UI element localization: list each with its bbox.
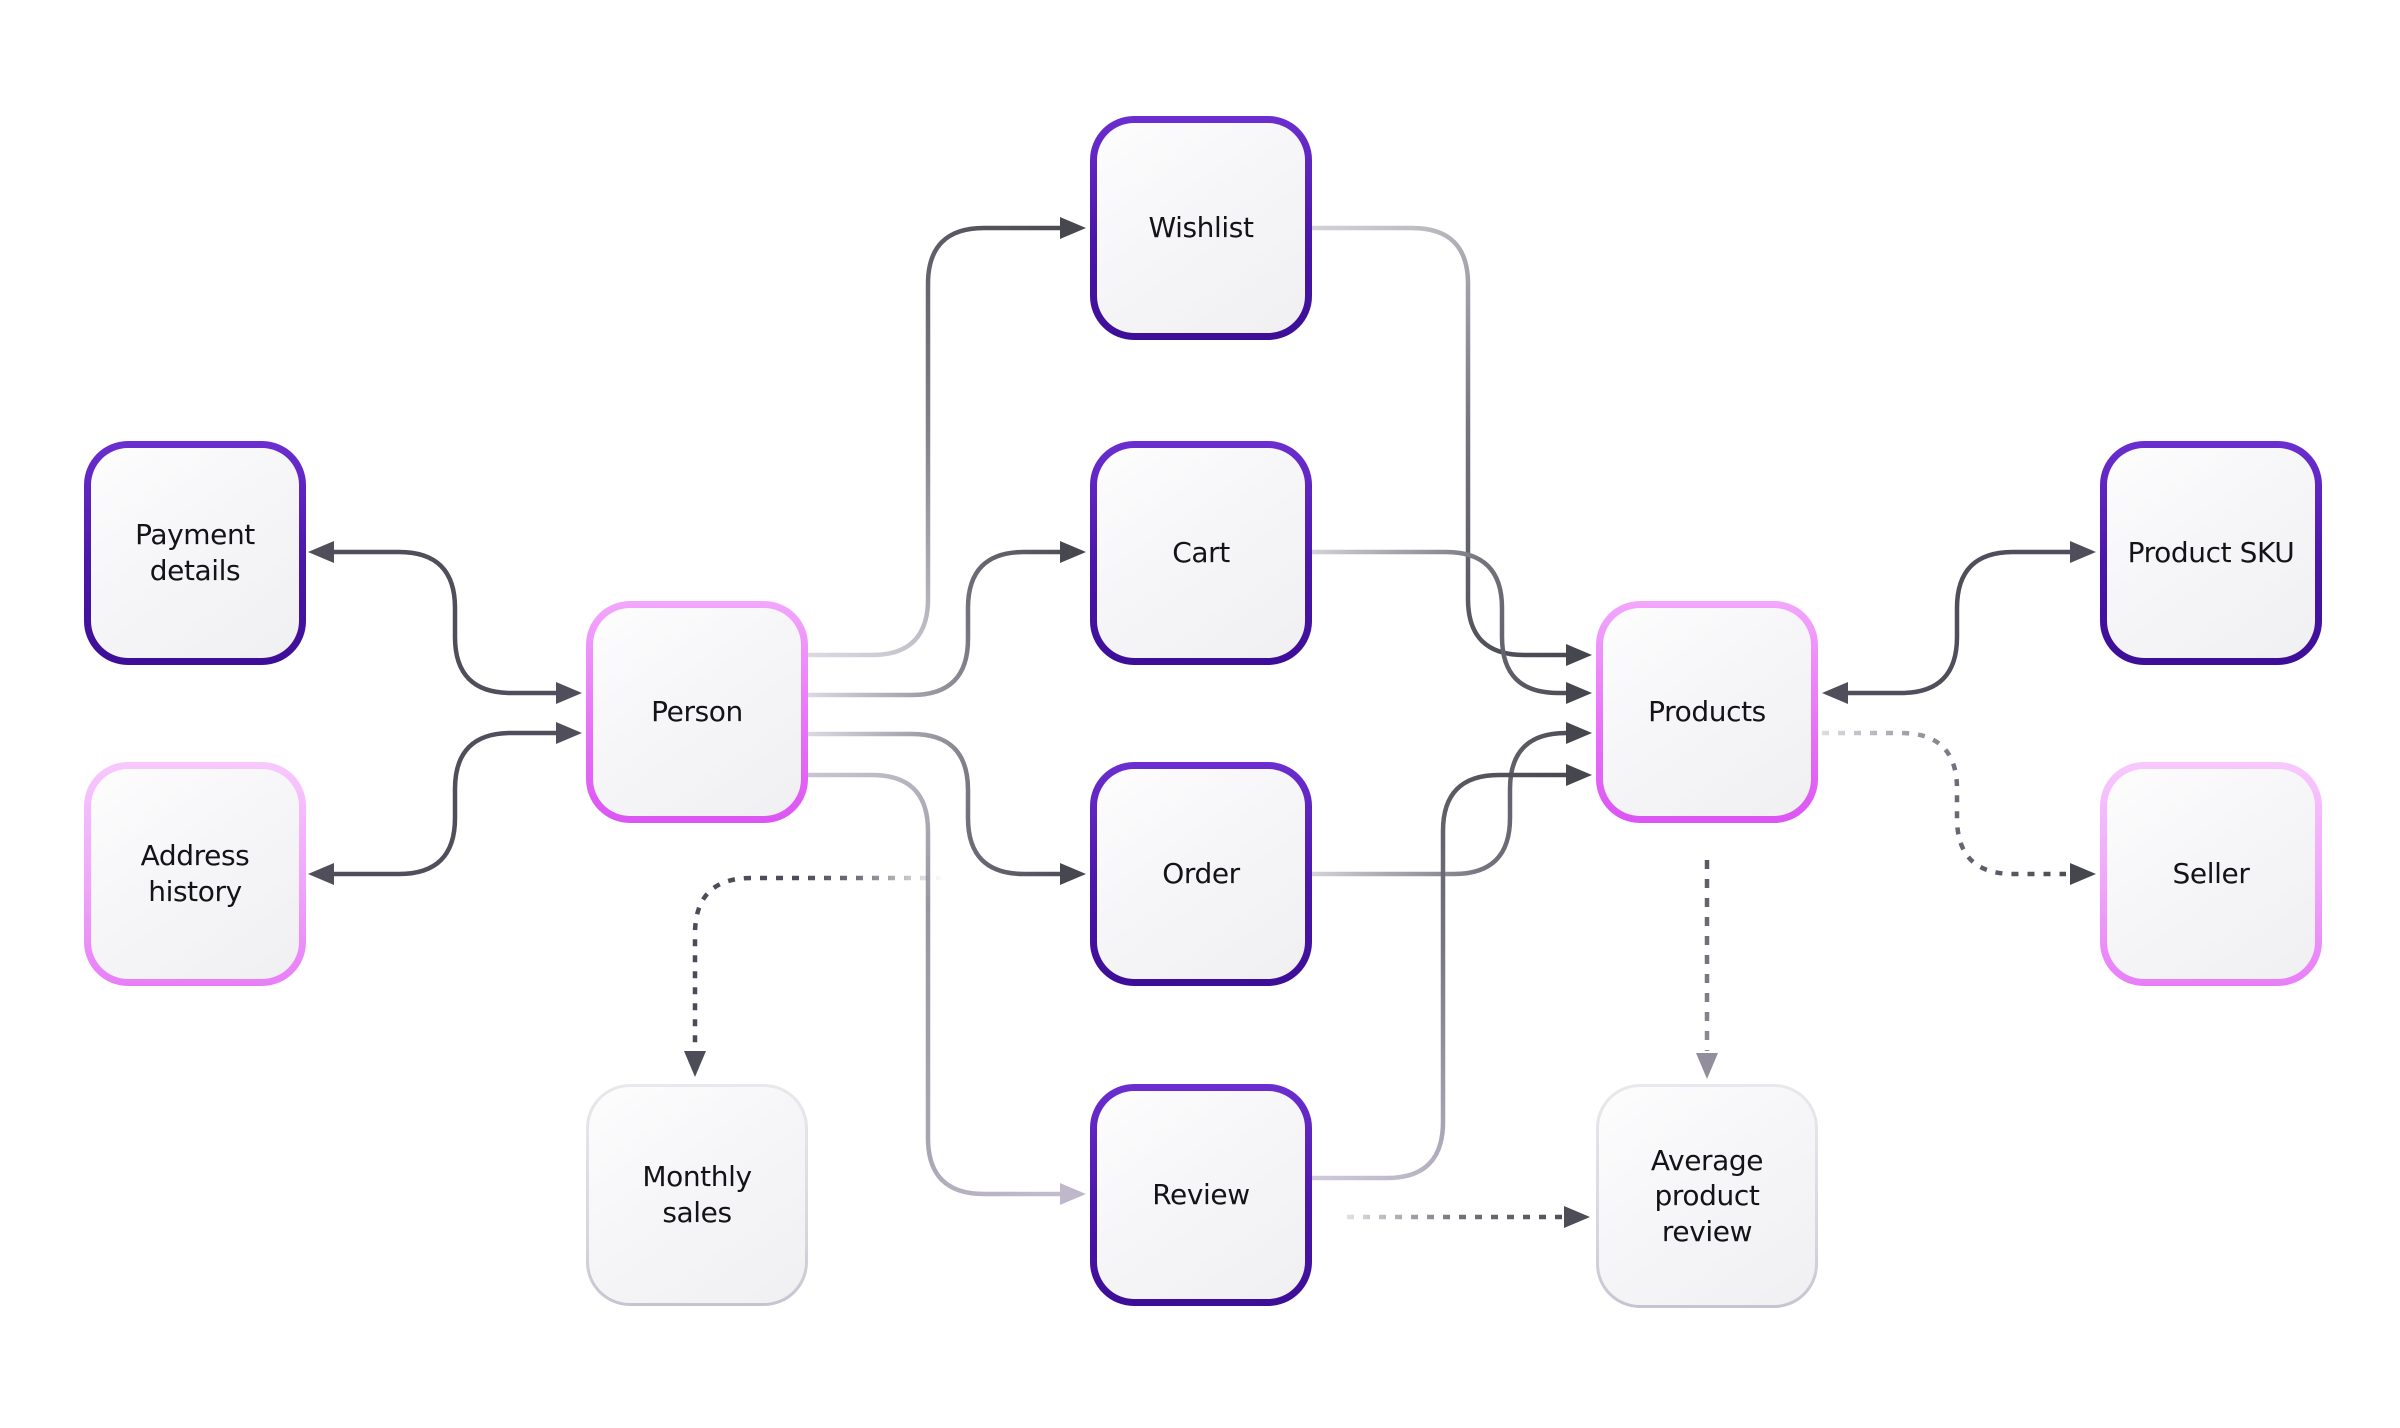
edge-line [808, 772, 1062, 1197]
arrowhead [1566, 682, 1592, 704]
node-label: Review [1152, 1178, 1250, 1212]
node-payment-details[interactable]: Payment details [84, 441, 306, 665]
node-product-sku[interactable]: Product SKU [2100, 441, 2322, 665]
node-label: Payment details [135, 518, 255, 587]
arrowhead [1060, 541, 1086, 563]
edge-order-monthly-sales[interactable] [684, 875, 943, 1077]
node-label: Product SKU [2127, 536, 2295, 570]
node-average-product-review[interactable]: Average product review [1596, 1084, 1818, 1308]
node-label: Order [1162, 857, 1240, 891]
edge-line [1312, 730, 1567, 877]
arrowhead [308, 541, 334, 563]
edge-person-address-history[interactable] [308, 722, 582, 885]
edge-line [1312, 772, 1568, 1181]
node-monthly-sales[interactable]: Monthly sales [586, 1084, 808, 1306]
arrowhead [1060, 1183, 1086, 1205]
arrowhead [2070, 541, 2096, 563]
node-label: Average product review [1650, 1143, 1764, 1248]
edge-line [692, 875, 943, 1049]
node-address-history[interactable]: Address history [84, 762, 306, 986]
node-person[interactable]: Person [586, 601, 808, 823]
node-label: Monthly sales [642, 1160, 752, 1229]
edge-wishlist-products[interactable] [1312, 225, 1592, 666]
node-label: Wishlist [1148, 211, 1254, 245]
edge-line [808, 731, 1062, 877]
edge-products-product-sku[interactable] [1822, 541, 2096, 704]
arrowhead [1566, 644, 1592, 666]
arrowhead [556, 682, 582, 704]
edge-line [1848, 549, 2070, 696]
edge-person-wishlist[interactable] [808, 217, 1086, 658]
edge-line [808, 549, 1062, 698]
node-label: Seller [2172, 857, 2250, 891]
arrowhead [1566, 722, 1592, 744]
edge-person-cart[interactable] [808, 541, 1086, 698]
node-cart[interactable]: Cart [1090, 441, 1312, 665]
edge-products-seller[interactable] [1822, 730, 2096, 885]
node-order[interactable]: Order [1090, 762, 1312, 986]
edge-line [1312, 549, 1568, 696]
arrowhead [2070, 863, 2096, 885]
arrowhead [1822, 682, 1848, 704]
node-label: Address history [140, 839, 250, 908]
node-products[interactable]: Products [1596, 601, 1818, 823]
edge-line [1822, 730, 2066, 877]
arrowhead [556, 722, 582, 744]
arrowhead [1060, 217, 1086, 239]
edge-person-order[interactable] [808, 731, 1086, 885]
edge-line [334, 549, 556, 696]
node-wishlist[interactable]: Wishlist [1090, 116, 1312, 340]
arrowhead [1564, 1206, 1590, 1228]
edge-order-products[interactable] [1312, 722, 1592, 877]
edge-line [1312, 225, 1568, 658]
arrowhead [1696, 1053, 1718, 1079]
node-review[interactable]: Review [1090, 1084, 1312, 1306]
node-label: Products [1648, 695, 1766, 729]
node-label: Cart [1172, 536, 1230, 570]
node-seller[interactable]: Seller [2100, 762, 2322, 986]
edge-review-products[interactable] [1312, 764, 1592, 1181]
edge-person-review[interactable] [808, 772, 1086, 1205]
arrowhead [1060, 863, 1086, 885]
edge-person-payment-details[interactable] [308, 541, 582, 704]
edge-line [808, 225, 1062, 658]
arrowhead [684, 1051, 706, 1077]
edge-products-avg-product-review[interactable] [1696, 860, 1718, 1079]
node-label: Person [651, 695, 743, 729]
arrowhead [308, 863, 334, 885]
edge-review-avg-product-review[interactable] [1347, 1206, 1590, 1228]
edge-line [334, 730, 556, 877]
edge-cart-products[interactable] [1312, 549, 1592, 704]
arrowhead [1566, 764, 1592, 786]
